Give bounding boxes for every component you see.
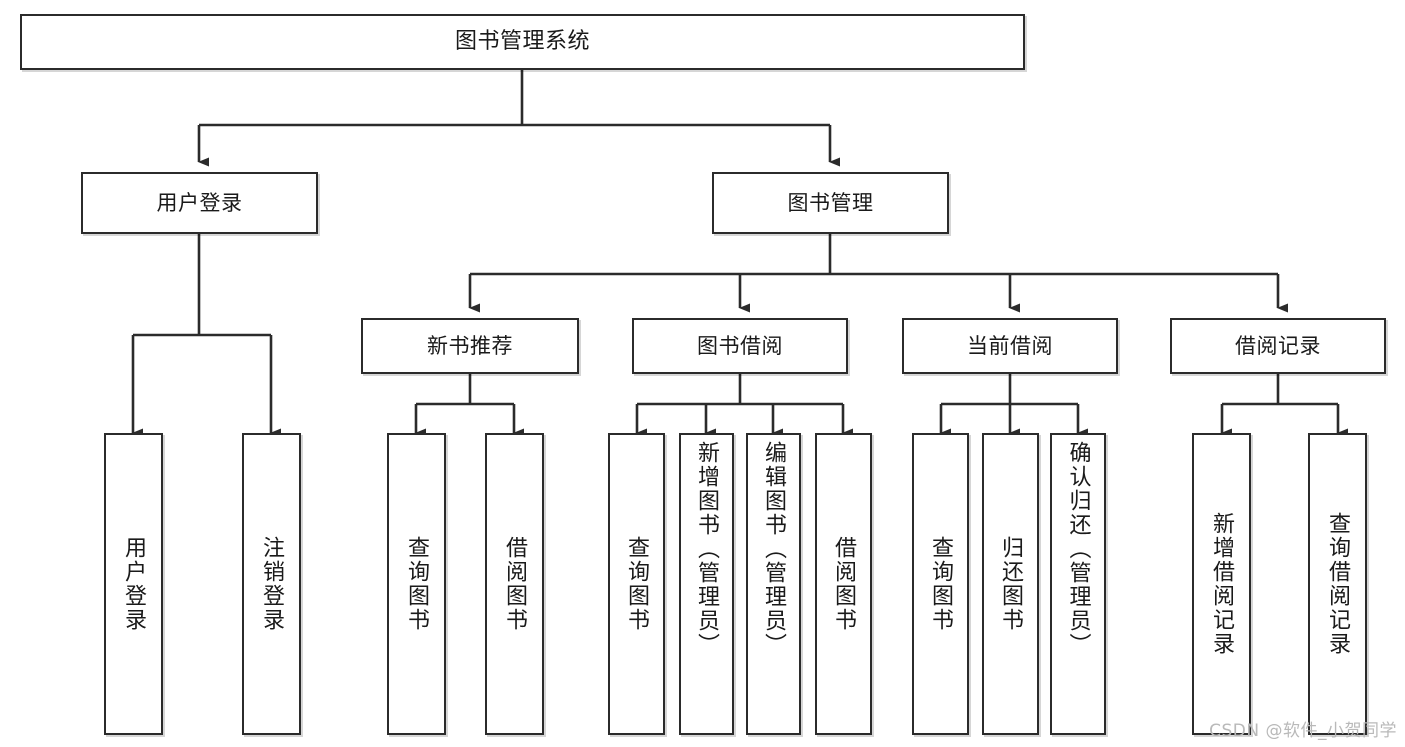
node-new-book-recommend[interactable]: 新书推荐 bbox=[361, 318, 579, 374]
node-leaf-query-book-1-label: 查询图书 bbox=[404, 536, 430, 632]
node-leaf-add-book[interactable]: 新增图书（管理员） bbox=[679, 433, 734, 735]
node-leaf-return-book-label: 归还图书 bbox=[998, 536, 1024, 632]
node-leaf-user-login[interactable]: 用户登录 bbox=[104, 433, 163, 735]
node-leaf-query-book-2-label: 查询图书 bbox=[624, 536, 650, 632]
node-root-system-label: 图书管理系统 bbox=[454, 29, 590, 55]
node-leaf-query-book-3[interactable]: 查询图书 bbox=[912, 433, 969, 735]
watermark-text: CSDN @软件_小贺同学 bbox=[1209, 721, 1397, 741]
node-leaf-add-borrow-record-label: 新增借阅记录 bbox=[1209, 512, 1235, 656]
node-leaf-borrow-book-2[interactable]: 借阅图书 bbox=[815, 433, 872, 735]
node-book-borrow-label: 图书借阅 bbox=[697, 333, 783, 358]
node-leaf-confirm-return-label: 确认归还（管理员） bbox=[1065, 441, 1091, 657]
node-leaf-query-book-3-label: 查询图书 bbox=[928, 536, 954, 632]
node-leaf-logout-login-label: 注销登录 bbox=[259, 536, 285, 632]
node-leaf-query-book-2[interactable]: 查询图书 bbox=[608, 433, 665, 735]
node-leaf-edit-book[interactable]: 编辑图书（管理员） bbox=[746, 433, 801, 735]
node-user-login[interactable]: 用户登录 bbox=[81, 172, 318, 234]
node-leaf-borrow-book-1-label: 借阅图书 bbox=[502, 536, 528, 632]
node-book-borrow[interactable]: 图书借阅 bbox=[632, 318, 848, 374]
node-leaf-return-book[interactable]: 归还图书 bbox=[982, 433, 1039, 735]
node-leaf-user-login-label: 用户登录 bbox=[121, 536, 147, 632]
node-leaf-query-borrow-record[interactable]: 查询借阅记录 bbox=[1308, 433, 1367, 735]
node-book-manage[interactable]: 图书管理 bbox=[712, 172, 949, 234]
node-leaf-logout-login[interactable]: 注销登录 bbox=[242, 433, 301, 735]
node-leaf-edit-book-label: 编辑图书（管理员） bbox=[761, 441, 787, 657]
node-leaf-confirm-return[interactable]: 确认归还（管理员） bbox=[1050, 433, 1106, 735]
node-root-system[interactable]: 图书管理系统 bbox=[20, 14, 1025, 70]
node-leaf-add-borrow-record[interactable]: 新增借阅记录 bbox=[1192, 433, 1251, 735]
node-leaf-query-borrow-record-label: 查询借阅记录 bbox=[1325, 512, 1351, 656]
node-leaf-borrow-book-1[interactable]: 借阅图书 bbox=[485, 433, 544, 735]
node-user-login-label: 用户登录 bbox=[156, 190, 243, 215]
node-leaf-borrow-book-2-label: 借阅图书 bbox=[831, 536, 857, 632]
node-borrow-record-label: 借阅记录 bbox=[1235, 333, 1321, 358]
node-current-borrow[interactable]: 当前借阅 bbox=[902, 318, 1118, 374]
node-book-manage-label: 图书管理 bbox=[787, 190, 874, 215]
node-current-borrow-label: 当前借阅 bbox=[967, 333, 1053, 358]
node-new-book-recommend-label: 新书推荐 bbox=[427, 333, 513, 358]
node-borrow-record[interactable]: 借阅记录 bbox=[1170, 318, 1386, 374]
node-leaf-query-book-1[interactable]: 查询图书 bbox=[387, 433, 446, 735]
node-leaf-add-book-label: 新增图书（管理员） bbox=[694, 441, 720, 657]
